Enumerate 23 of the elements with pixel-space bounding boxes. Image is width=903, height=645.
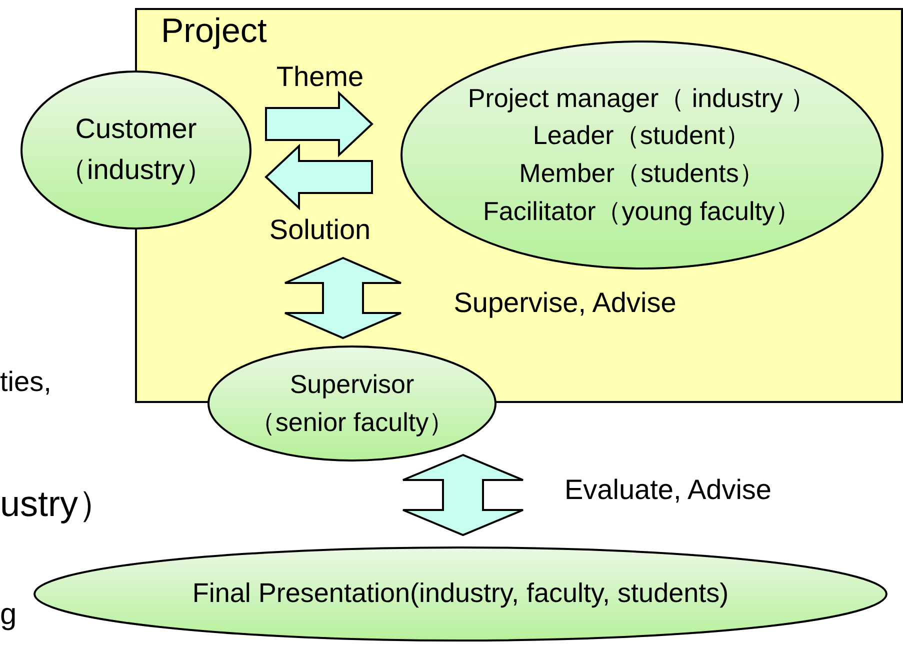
block-arrow xyxy=(265,90,374,158)
edge-label: Supervise, Advise xyxy=(454,289,676,317)
edge-label: Evaluate, Advise xyxy=(564,476,772,504)
cropped-text: ustry） xyxy=(0,486,114,522)
block-arrow xyxy=(284,256,402,340)
cropped-text: ties, xyxy=(0,368,52,396)
node-text: Supervisor （senior faculty） xyxy=(248,368,456,438)
edge-label: Theme xyxy=(276,63,364,91)
ellipse-node xyxy=(33,546,888,642)
block-arrow xyxy=(402,454,524,536)
node-text: Member（students） xyxy=(518,157,766,190)
node-text: Leader（student） xyxy=(532,119,752,152)
cropped-text: g xyxy=(0,600,17,630)
node-text: Facilitator（young faculty） xyxy=(482,194,802,228)
ellipse-node xyxy=(207,345,497,462)
box-heading: Project xyxy=(161,14,267,48)
ellipse-node xyxy=(20,70,252,230)
node-text: Project manager（ industry ） xyxy=(466,82,818,115)
node-text: Customer （industry） xyxy=(58,112,214,187)
node-text: Final Presentation(industry, faculty, students) xyxy=(191,577,730,610)
block-arrow xyxy=(264,144,373,210)
edge-label: Solution xyxy=(269,216,371,244)
ellipse-node xyxy=(400,40,884,270)
